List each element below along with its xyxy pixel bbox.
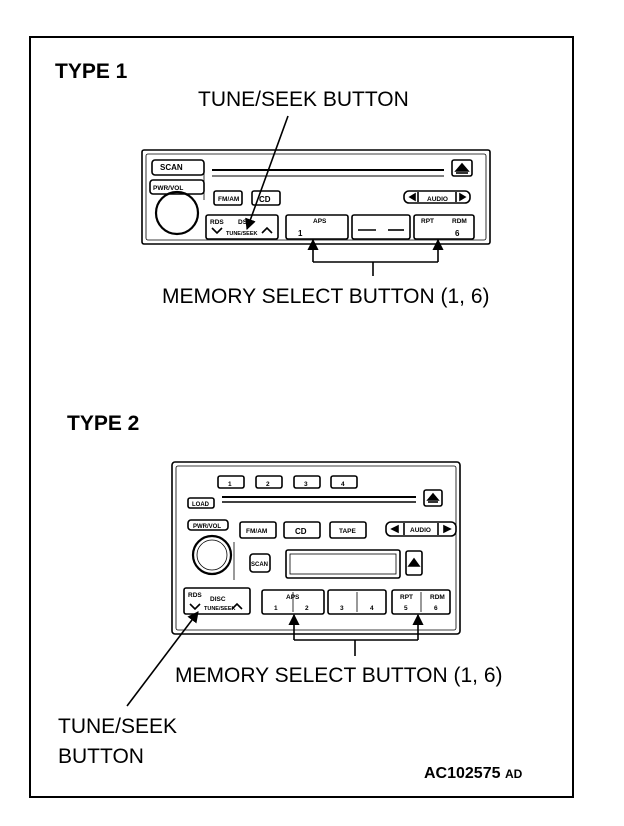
type2-tune-seek-callout-line2: BUTTON <box>58 745 144 768</box>
type2-top-preset-2 <box>255 475 283 489</box>
type2-scan-button <box>249 553 271 573</box>
type2-button-labels: 1 2 3 4 LOAD PWR/VOL FM/AM CD TAPE AUDIO… <box>188 481 445 612</box>
type1-seek-button <box>351 214 411 240</box>
svg-text:PWR/VOL: PWR/VOL <box>153 185 183 192</box>
svg-text:TAPE: TAPE <box>339 528 357 535</box>
svg-text:RDM: RDM <box>452 218 467 225</box>
type1-audio-button <box>403 190 471 204</box>
type2-tune-seek-button <box>183 587 251 615</box>
type2-top-preset-4 <box>330 475 358 489</box>
svg-text:CD: CD <box>295 527 307 536</box>
type2-callout-lines <box>126 611 424 707</box>
type2-tape-button <box>329 521 367 539</box>
type2-audio-button <box>385 521 457 537</box>
svg-text:4: 4 <box>341 481 345 488</box>
svg-text:TUNE/SEEK: TUNE/SEEK <box>204 606 236 612</box>
svg-text:RPT: RPT <box>421 218 434 225</box>
svg-text:6: 6 <box>434 605 438 612</box>
svg-text:APS: APS <box>313 218 327 225</box>
svg-text:SCAN: SCAN <box>160 163 183 172</box>
type1-tune-seek-button <box>205 214 279 240</box>
svg-text:5: 5 <box>404 605 408 612</box>
type1-fm-am-button <box>213 190 243 206</box>
type2-title: TYPE 2 <box>67 412 140 435</box>
svg-text:AUDIO: AUDIO <box>410 527 431 534</box>
svg-text:2: 2 <box>266 481 270 488</box>
svg-text:LOAD: LOAD <box>192 502 210 508</box>
type2-fm-am-button <box>239 521 277 539</box>
svg-text:RDM: RDM <box>430 594 445 601</box>
type2-memory-select-callout: MEMORY SELECT BUTTON (1, 6) <box>175 664 503 687</box>
svg-text:1: 1 <box>298 229 303 238</box>
type2-pwr-vol-button <box>187 519 229 531</box>
type2-tune-seek-callout-line1: TUNE/SEEK <box>58 715 178 738</box>
type2-load-button <box>187 497 215 509</box>
svg-text:PWR/VOL: PWR/VOL <box>193 524 221 530</box>
diagram-frame <box>29 36 574 798</box>
type1-tune-seek-callout: TUNE/SEEK BUTTON <box>198 88 409 111</box>
svg-text:DISC: DISC <box>210 596 226 603</box>
type1-volume-knob <box>154 190 200 236</box>
type2-volume-knob <box>191 534 233 576</box>
type2-top-preset-3 <box>293 475 321 489</box>
type1-memory-button-6 <box>413 214 475 240</box>
svg-text:FM/AM: FM/AM <box>246 528 267 535</box>
svg-text:2: 2 <box>305 605 309 612</box>
svg-text:DSP: DSP <box>238 219 252 226</box>
svg-text:AUDIO: AUDIO <box>427 196 448 203</box>
type1-eject-icon <box>454 162 470 172</box>
svg-text:RDS: RDS <box>188 592 202 599</box>
svg-text:6: 6 <box>455 229 460 238</box>
svg-text:APS: APS <box>286 594 300 601</box>
type2-memory-buttons-3-4 <box>327 589 387 615</box>
svg-text:SCAN: SCAN <box>251 562 268 568</box>
svg-text:TUNE/SEEK: TUNE/SEEK <box>226 231 258 237</box>
svg-text:3: 3 <box>340 605 344 612</box>
svg-text:RPT: RPT <box>400 594 413 601</box>
svg-text:RDS: RDS <box>210 219 224 226</box>
type2-radio-unit <box>171 461 461 635</box>
type2-cd-button <box>283 521 321 539</box>
type2-cassette-door <box>285 549 401 579</box>
svg-text:1: 1 <box>274 605 278 612</box>
svg-text:CD: CD <box>259 195 271 204</box>
type1-title: TYPE 1 <box>55 60 128 83</box>
type1-cd-button <box>251 190 281 206</box>
type1-callout-lines <box>245 115 444 276</box>
svg-text:4: 4 <box>370 605 374 612</box>
svg-text:1: 1 <box>228 481 232 488</box>
svg-text:3: 3 <box>304 481 308 488</box>
type1-button-labels: SCAN PWR/VOL FM/AM CD AUDIO RDS DSP TUNE… <box>153 163 467 238</box>
type1-memory-select-callout: MEMORY SELECT BUTTON (1, 6) <box>162 285 490 308</box>
type2-eject-icon <box>426 492 440 501</box>
figure-code: AC102575 AD <box>424 765 523 782</box>
svg-text:FM/AM: FM/AM <box>218 196 239 203</box>
type2-top-preset-1 <box>217 475 245 489</box>
